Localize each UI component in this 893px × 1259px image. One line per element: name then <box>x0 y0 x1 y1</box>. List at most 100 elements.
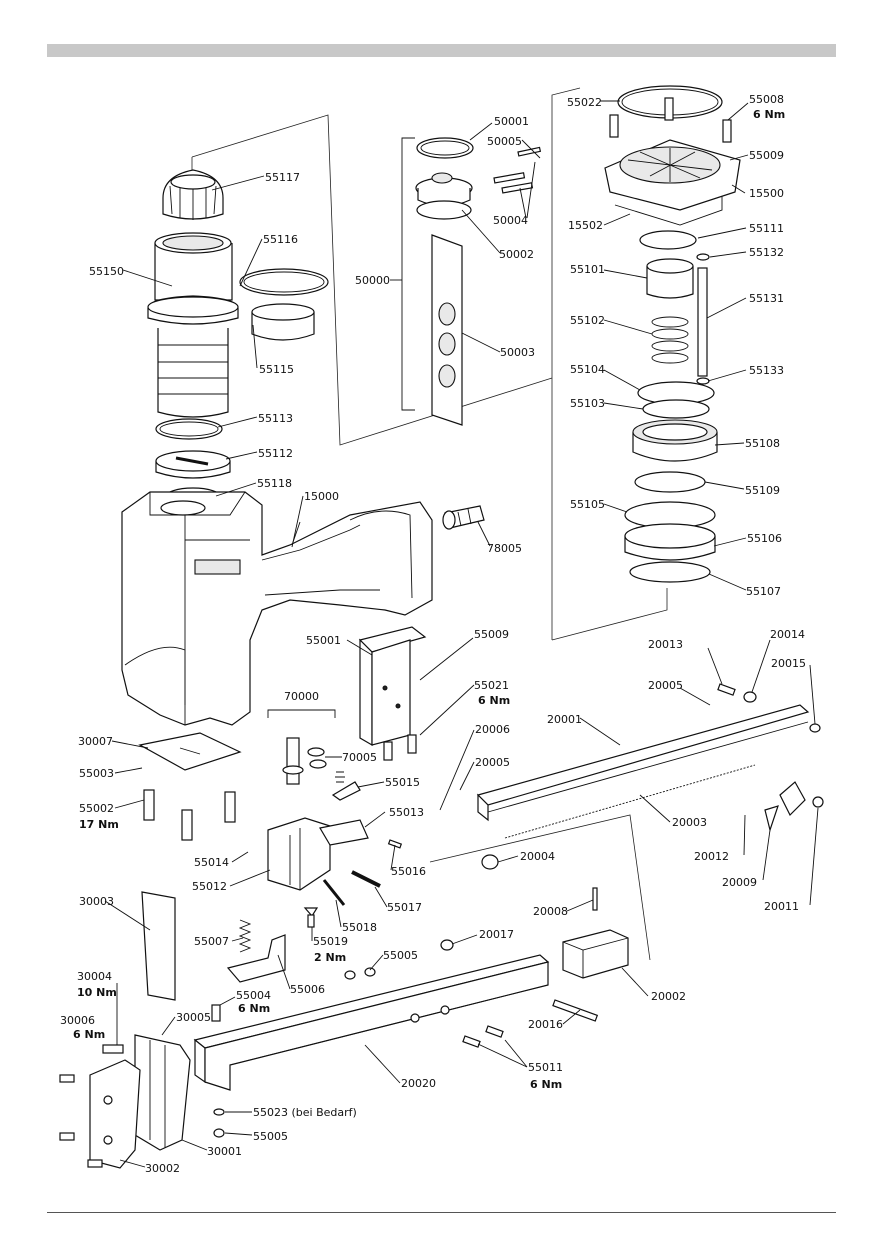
part-55016-pin <box>387 839 403 849</box>
label-55150: 55150 <box>89 265 124 278</box>
label-20005-top: 20005 <box>648 679 683 692</box>
label-55001: 55001 <box>306 634 341 647</box>
label-20013: 20013 <box>648 638 683 651</box>
label-55103: 55103 <box>570 397 605 410</box>
label-20011: 20011 <box>764 900 799 913</box>
label-30004: 30004 <box>77 970 112 983</box>
labels: 55117 55116 55150 55115 55113 55112 5511… <box>60 93 806 1175</box>
part-55005-nut <box>213 1128 225 1138</box>
label-55002: 55002 <box>79 802 114 815</box>
part-30007-plate <box>138 732 242 771</box>
torque-55008: 6 Nm <box>753 108 785 121</box>
part-55131-stem <box>696 253 710 385</box>
part-20014-washer <box>743 691 757 703</box>
torque-30006: 6 Nm <box>73 1028 105 1041</box>
label-55003: 55003 <box>79 767 114 780</box>
frame-magazine <box>429 814 651 961</box>
label-55021: 55021 <box>474 679 509 692</box>
part-55021-screws <box>383 734 417 761</box>
part-55015-trigger <box>331 771 361 801</box>
label-20006: 20006 <box>475 723 510 736</box>
label-55118: 55118 <box>257 477 292 490</box>
part-55108-housing <box>632 419 718 462</box>
part-20002-block <box>562 929 629 979</box>
part-55116-oring <box>239 268 329 296</box>
label-55014: 55014 <box>194 856 229 869</box>
label-55101: 55101 <box>570 263 605 276</box>
part-50001-oring <box>416 137 474 159</box>
label-30007: 30007 <box>78 735 113 748</box>
label-50002: 50002 <box>499 248 534 261</box>
label-55017: 55017 <box>387 901 422 914</box>
part-20008-pin <box>592 887 598 911</box>
part-55004-screw <box>211 1004 221 1022</box>
label-20009: 20009 <box>722 876 757 889</box>
part-20004-roller <box>481 854 499 870</box>
part-55023-washer <box>213 1108 225 1116</box>
label-20005-pin: 20005 <box>475 756 510 769</box>
part-55006-driver <box>226 934 286 983</box>
bracket-70000 <box>267 709 336 718</box>
label-20001: 20001 <box>547 713 582 726</box>
part-55005-spacers <box>344 967 376 980</box>
part-78005-fitting <box>442 505 485 530</box>
part-20016-bolt <box>552 999 599 1022</box>
label-55102: 55102 <box>570 314 605 327</box>
label-55133: 55133 <box>749 364 784 377</box>
label-55011: 55011 <box>528 1061 563 1074</box>
part-30006-screws <box>59 1074 103 1168</box>
label-55105: 55105 <box>570 498 605 511</box>
label-55015: 55015 <box>385 776 420 789</box>
label-55016: 55016 <box>391 865 426 878</box>
torque-55011: 6 Nm <box>530 1078 562 1091</box>
label-55005-nut: 55005 <box>253 1130 288 1143</box>
label-20002: 20002 <box>651 990 686 1003</box>
part-15000-body <box>121 491 433 726</box>
part-20020-magazine <box>193 954 550 1091</box>
label-30005: 30005 <box>176 1011 211 1024</box>
torque-55019: 2 Nm <box>314 951 346 964</box>
label-20016: 20016 <box>528 1018 563 1031</box>
label-30002: 30002 <box>145 1162 180 1175</box>
label-20004: 20004 <box>520 850 555 863</box>
label-20008: 20008 <box>533 905 568 918</box>
label-55116: 55116 <box>263 233 298 246</box>
label-20017: 20017 <box>479 928 514 941</box>
part-50004-pins <box>493 146 542 194</box>
label-55113: 55113 <box>258 412 293 425</box>
part-55109-oring <box>634 471 706 493</box>
label-55018: 55018 <box>342 921 377 934</box>
label-55131: 55131 <box>749 292 784 305</box>
part-55115-sleeve <box>251 303 315 341</box>
label-50003: 50003 <box>500 346 535 359</box>
label-15500: 15500 <box>749 187 784 200</box>
leader-lines <box>104 100 819 1168</box>
label-20012: 20012 <box>694 850 729 863</box>
label-50004: 50004 <box>493 214 528 227</box>
label-55008: 55008 <box>749 93 784 106</box>
label-20003: 20003 <box>672 816 707 829</box>
label-55115: 55115 <box>259 363 294 376</box>
frame-valve <box>551 87 668 641</box>
part-55012-housing <box>267 817 369 891</box>
label-55112: 55112 <box>258 447 293 460</box>
label-30001: 30001 <box>207 1145 242 1158</box>
torque-30004: 10 Nm <box>77 986 117 999</box>
label-55007: 55007 <box>194 935 229 948</box>
torque-55004: 6 Nm <box>238 1002 270 1015</box>
part-20015-nut <box>809 723 821 733</box>
label-55132: 55132 <box>749 246 784 259</box>
label-20020: 20020 <box>401 1077 436 1090</box>
part-55112-piston <box>155 450 231 479</box>
label-55109: 55109 <box>745 484 780 497</box>
part-55113-oring <box>155 418 223 440</box>
label-20015: 20015 <box>771 657 806 670</box>
part-30002-cover <box>89 1059 141 1169</box>
part-55102-spring <box>651 316 689 364</box>
label-30006: 30006 <box>60 1014 95 1027</box>
part-55150-cylinder <box>147 232 239 418</box>
label-55108: 55108 <box>745 437 780 450</box>
label-70005: 70005 <box>342 751 377 764</box>
label-55009-bracket: 55009 <box>474 628 509 641</box>
